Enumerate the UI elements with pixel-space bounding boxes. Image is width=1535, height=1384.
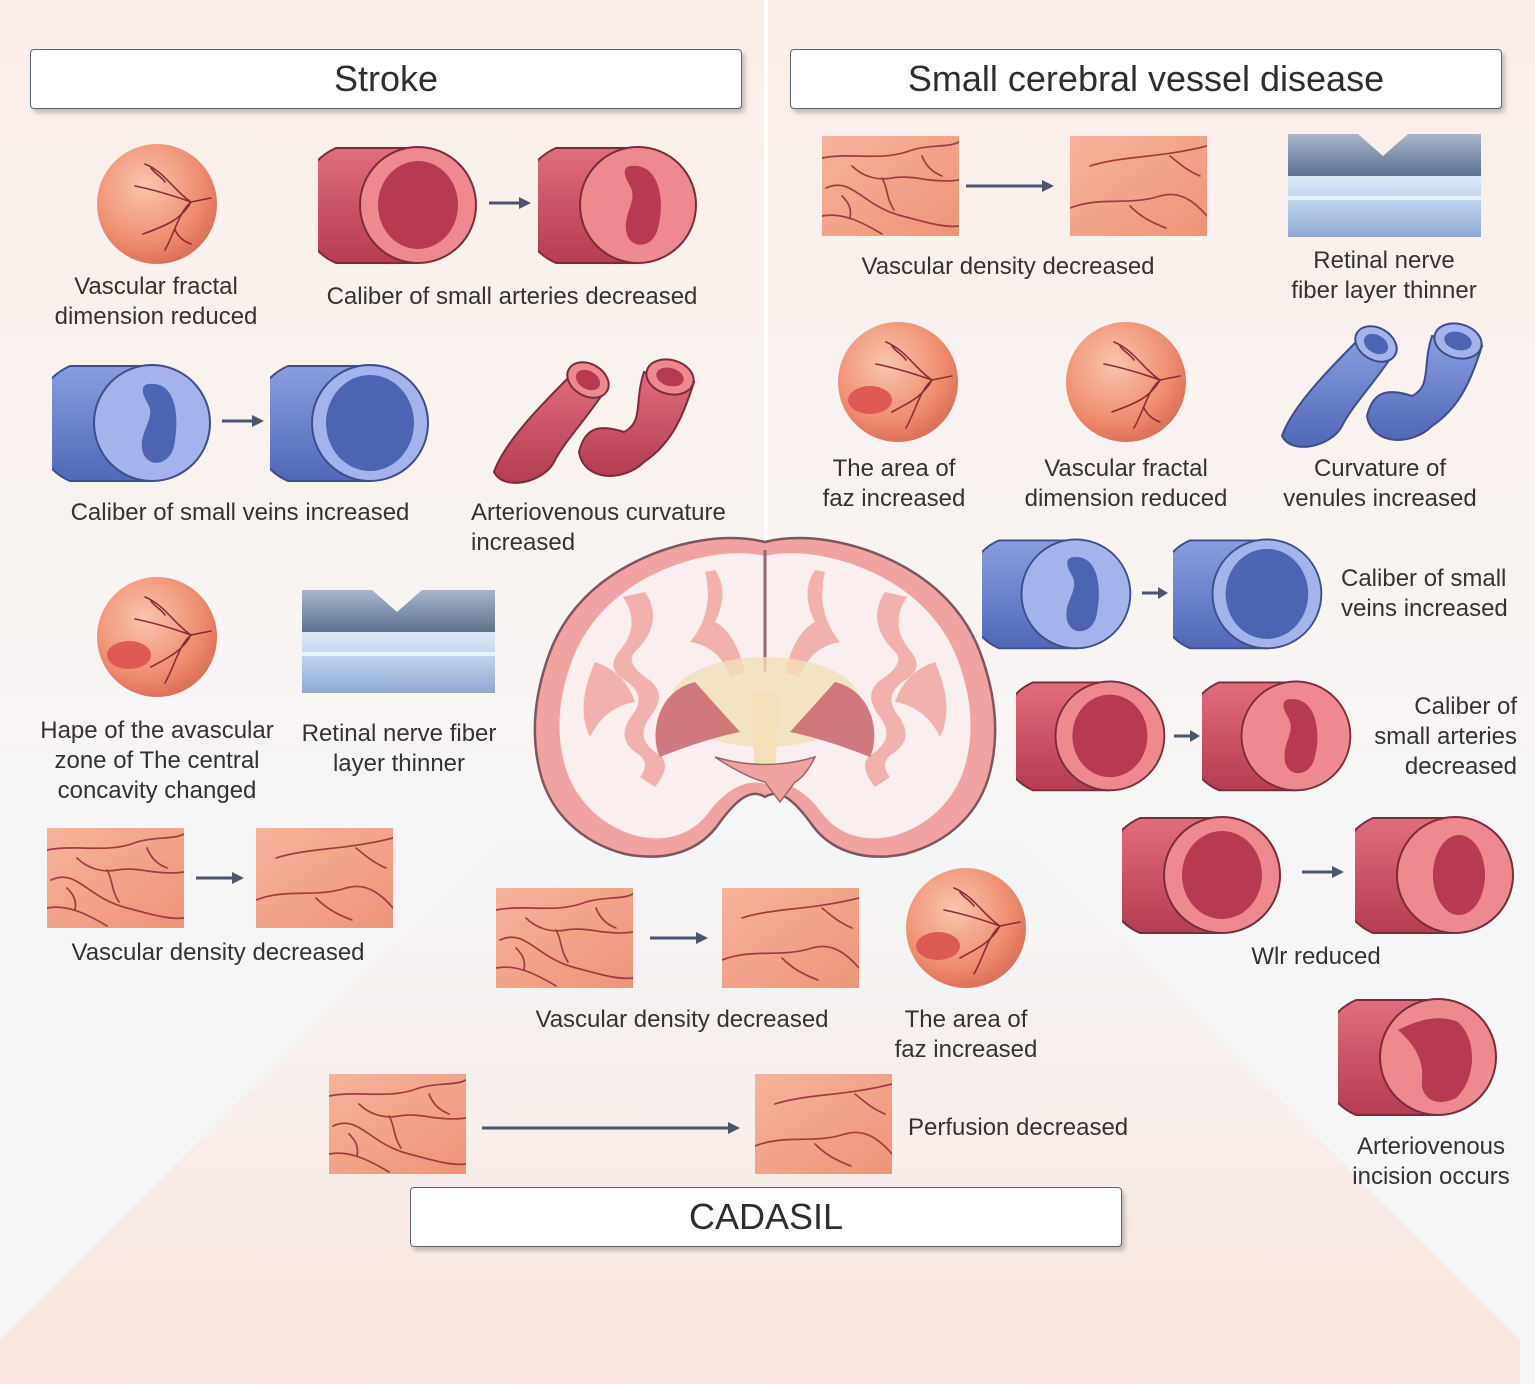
rnfl-layer-icon — [1288, 134, 1481, 237]
stroke-arteries-label: Caliber of small arteries decreased — [326, 283, 698, 310]
scvd-wlr-label: Wlr reduced — [1251, 943, 1381, 970]
arrow-icon — [220, 411, 266, 431]
retina-lesion-icon — [904, 866, 1028, 990]
scvd-incision-label: Arteriovenous incision occurs — [1352, 1133, 1510, 1190]
vascular-patch-icon — [47, 828, 184, 928]
perfusion-patch-reduced-icon — [755, 1074, 892, 1174]
stroke-rnfl-label: Retinal nerve fiber layer thinner — [301, 720, 497, 777]
scvd-arteries-label: Caliber of small arteries decreased — [1374, 693, 1517, 780]
stroke-veins-label: Caliber of small veins increased — [70, 499, 410, 526]
scvd-density-label: Vascular density decreased — [861, 253, 1155, 280]
perfusion-patch-icon — [329, 1074, 466, 1174]
stroke-density-label: Vascular density decreased — [71, 939, 365, 966]
scvd-venules-label: Curvature of venules increased — [1283, 455, 1477, 512]
vascular-patch-sparse-icon — [1070, 136, 1207, 236]
retina-fractal-icon — [95, 142, 219, 266]
arrow-icon — [1140, 583, 1170, 603]
vascular-patch-sparse-icon — [256, 828, 393, 928]
curved-artery-icon — [484, 352, 704, 492]
scvd-title: Small cerebral vessel disease — [790, 49, 1502, 109]
cadasil-title: CADASIL — [410, 1187, 1122, 1247]
artery-normal-icon — [318, 138, 483, 268]
cadasil-perfusion-label: Perfusion decreased — [908, 1114, 1129, 1141]
brain-coronal-icon — [533, 536, 997, 858]
artery-incision-icon — [1338, 990, 1503, 1120]
arrow-icon — [480, 1118, 742, 1138]
arrow-icon — [194, 868, 246, 888]
vein-normal-icon — [982, 531, 1137, 653]
artery-thickwall-icon — [1122, 808, 1287, 938]
vascular-patch-sparse-icon — [722, 888, 859, 988]
arrow-icon — [648, 928, 710, 948]
arrow-icon — [964, 176, 1056, 196]
cadasil-faz-label: The area of faz increased — [894, 1006, 1038, 1063]
retina-fractal-icon — [1064, 320, 1188, 444]
artery-thinwall-icon — [1355, 808, 1520, 938]
artery-narrowed-icon — [538, 138, 703, 268]
retina-lesion-icon — [95, 575, 219, 699]
cadasil-density-label: Vascular density decreased — [535, 1006, 829, 1033]
retina-lesion-icon — [836, 320, 960, 444]
artery-normal-icon — [1016, 673, 1171, 795]
arrow-icon — [1300, 862, 1346, 882]
stroke-title: Stroke — [30, 49, 742, 109]
artery-narrowed-icon — [1202, 673, 1357, 795]
rnfl-layer-icon — [302, 590, 495, 693]
vein-dilated-icon — [1173, 531, 1328, 653]
arrow-icon — [1172, 726, 1202, 746]
vein-normal-icon — [52, 356, 217, 486]
stroke-curvature-label: Arteriovenous curvature increased — [471, 499, 726, 556]
vein-dilated-icon — [270, 356, 435, 486]
curved-vein-icon — [1272, 316, 1492, 456]
scvd-fractal-label: Vascular fractal dimension reduced — [1024, 455, 1228, 512]
scvd-faz-label: The area of faz increased — [822, 455, 966, 512]
stroke-avascular-label: Hape of the avascular zone of The centra… — [40, 717, 274, 804]
scvd-rnfl-label: Retinal nerve fiber layer thinner — [1291, 247, 1477, 304]
scvd-veins-label: Caliber of small veins increased — [1341, 565, 1508, 622]
vascular-patch-icon — [822, 136, 959, 236]
vascular-patch-icon — [496, 888, 633, 988]
arrow-icon — [487, 193, 533, 213]
stroke-fractal-label: Vascular fractal dimension reduced — [54, 273, 258, 330]
